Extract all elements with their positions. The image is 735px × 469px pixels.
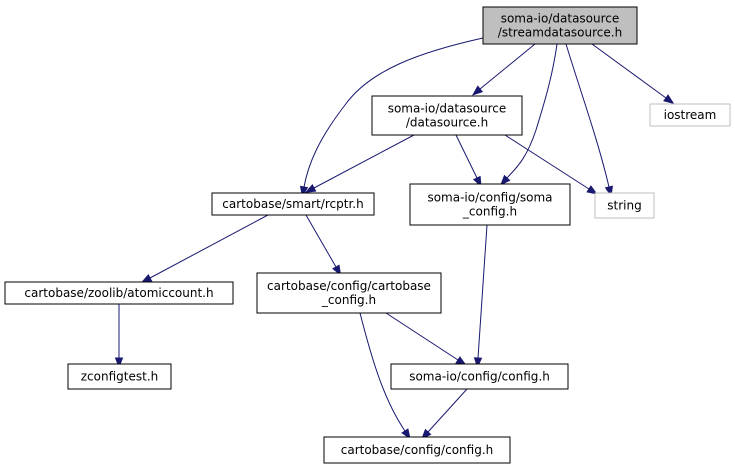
node-iostream[interactable]: iostream xyxy=(649,103,731,127)
edge-streamdatasource-to-string xyxy=(565,43,614,198)
edge-arrowhead xyxy=(471,85,484,96)
edge-line xyxy=(427,388,468,433)
node-label: soma-io/config/soma xyxy=(427,191,552,205)
node-label: cartobase/smart/rcptr.h xyxy=(222,197,363,211)
edge-line xyxy=(455,134,478,179)
node-cartobase_config[interactable]: cartobase/config/cartobase_config.h xyxy=(256,272,442,314)
node-label: cartobase/zoolib/atomiccount.h xyxy=(24,286,213,300)
edge-arrowhead xyxy=(401,428,411,440)
edge-line xyxy=(149,214,269,279)
node-cartobase_config_h[interactable]: cartobase/config/config.h xyxy=(323,436,511,464)
edge-line xyxy=(359,312,406,432)
node-label: /streamdatasource.h xyxy=(498,26,622,40)
edge-arrowhead xyxy=(663,94,675,105)
edge-line xyxy=(504,134,590,190)
node-box xyxy=(211,192,375,216)
edge-line xyxy=(305,214,337,268)
edge-line xyxy=(313,134,415,189)
node-label: _config.h xyxy=(321,293,376,307)
edge-arrowhead xyxy=(500,174,511,186)
node-box xyxy=(256,272,442,314)
edge-line xyxy=(479,43,536,90)
node-label: cartobase/config/config.h xyxy=(341,443,493,457)
node-box xyxy=(67,363,172,390)
node-label: iostream xyxy=(664,108,717,122)
edge-line xyxy=(303,37,484,188)
edge-streamdatasource-to-datasource xyxy=(471,43,536,96)
edge-arrowhead xyxy=(140,274,153,283)
node-label: zconfigtest.h xyxy=(81,370,158,384)
node-atomiccount[interactable]: cartobase/zoolib/atomiccount.h xyxy=(4,281,234,305)
node-label: soma-io/datasource xyxy=(388,102,507,116)
edge-line xyxy=(506,43,558,179)
node-label: _config.h xyxy=(462,205,517,219)
edge-datasource-to-string xyxy=(504,134,598,195)
edge-rcptr-to-cartobase_config xyxy=(305,214,342,276)
node-streamdatasource[interactable]: soma-io/datasource/streamdatasource.h xyxy=(482,6,638,45)
node-rcptr[interactable]: cartobase/smart/rcptr.h xyxy=(211,192,375,216)
edge-datasource-to-soma_config xyxy=(455,134,482,188)
edge-arrowhead xyxy=(304,184,317,193)
node-label: soma-io/datasource xyxy=(501,12,620,26)
edge-datasource-to-rcptr xyxy=(304,134,415,193)
edge-arrowhead xyxy=(473,357,483,369)
edge-arrowhead xyxy=(586,185,598,195)
node-box xyxy=(323,436,511,464)
node-box xyxy=(371,95,523,136)
edge-cartobase_config-to-cartobase_config_h xyxy=(359,312,411,440)
node-box xyxy=(482,6,638,45)
edge-rcptr-to-atomiccount xyxy=(140,214,269,283)
edge-arrowhead xyxy=(114,357,124,369)
node-box xyxy=(390,363,569,390)
node-datasource[interactable]: soma-io/datasource/datasource.h xyxy=(371,95,523,136)
node-box xyxy=(409,183,571,226)
edge-arrowhead xyxy=(332,264,342,276)
edge-cartobase_config-to-somaio_config xyxy=(385,312,467,366)
edge-atomiccount-to-zconfigtest xyxy=(114,304,124,369)
edges-layer xyxy=(114,37,675,440)
edge-line xyxy=(477,224,488,359)
edge-soma_config-to-somaio_config xyxy=(473,224,488,369)
node-label: string xyxy=(607,199,641,213)
node-label: soma-io/config/config.h xyxy=(409,370,550,384)
edge-streamdatasource-to-iostream xyxy=(591,43,675,105)
edge-streamdatasource-to-soma_config xyxy=(500,43,558,186)
node-label: cartobase/config/cartobase xyxy=(267,279,431,293)
edge-line xyxy=(565,43,610,188)
node-label: /datasource.h xyxy=(406,116,488,130)
node-zconfigtest[interactable]: zconfigtest.h xyxy=(67,363,172,390)
node-somaio_config[interactable]: soma-io/config/config.h xyxy=(390,363,569,390)
nodes-layer: soma-io/datasource/streamdatasource.hsom… xyxy=(4,6,731,464)
edge-line xyxy=(385,312,459,361)
node-box xyxy=(594,192,655,219)
node-box xyxy=(4,281,234,305)
node-string[interactable]: string xyxy=(594,192,655,219)
edge-somaio_config-to-cartobase_config_h xyxy=(421,388,468,440)
node-box xyxy=(649,103,731,127)
edge-line xyxy=(591,43,667,99)
node-soma_config[interactable]: soma-io/config/soma_config.h xyxy=(409,183,571,226)
